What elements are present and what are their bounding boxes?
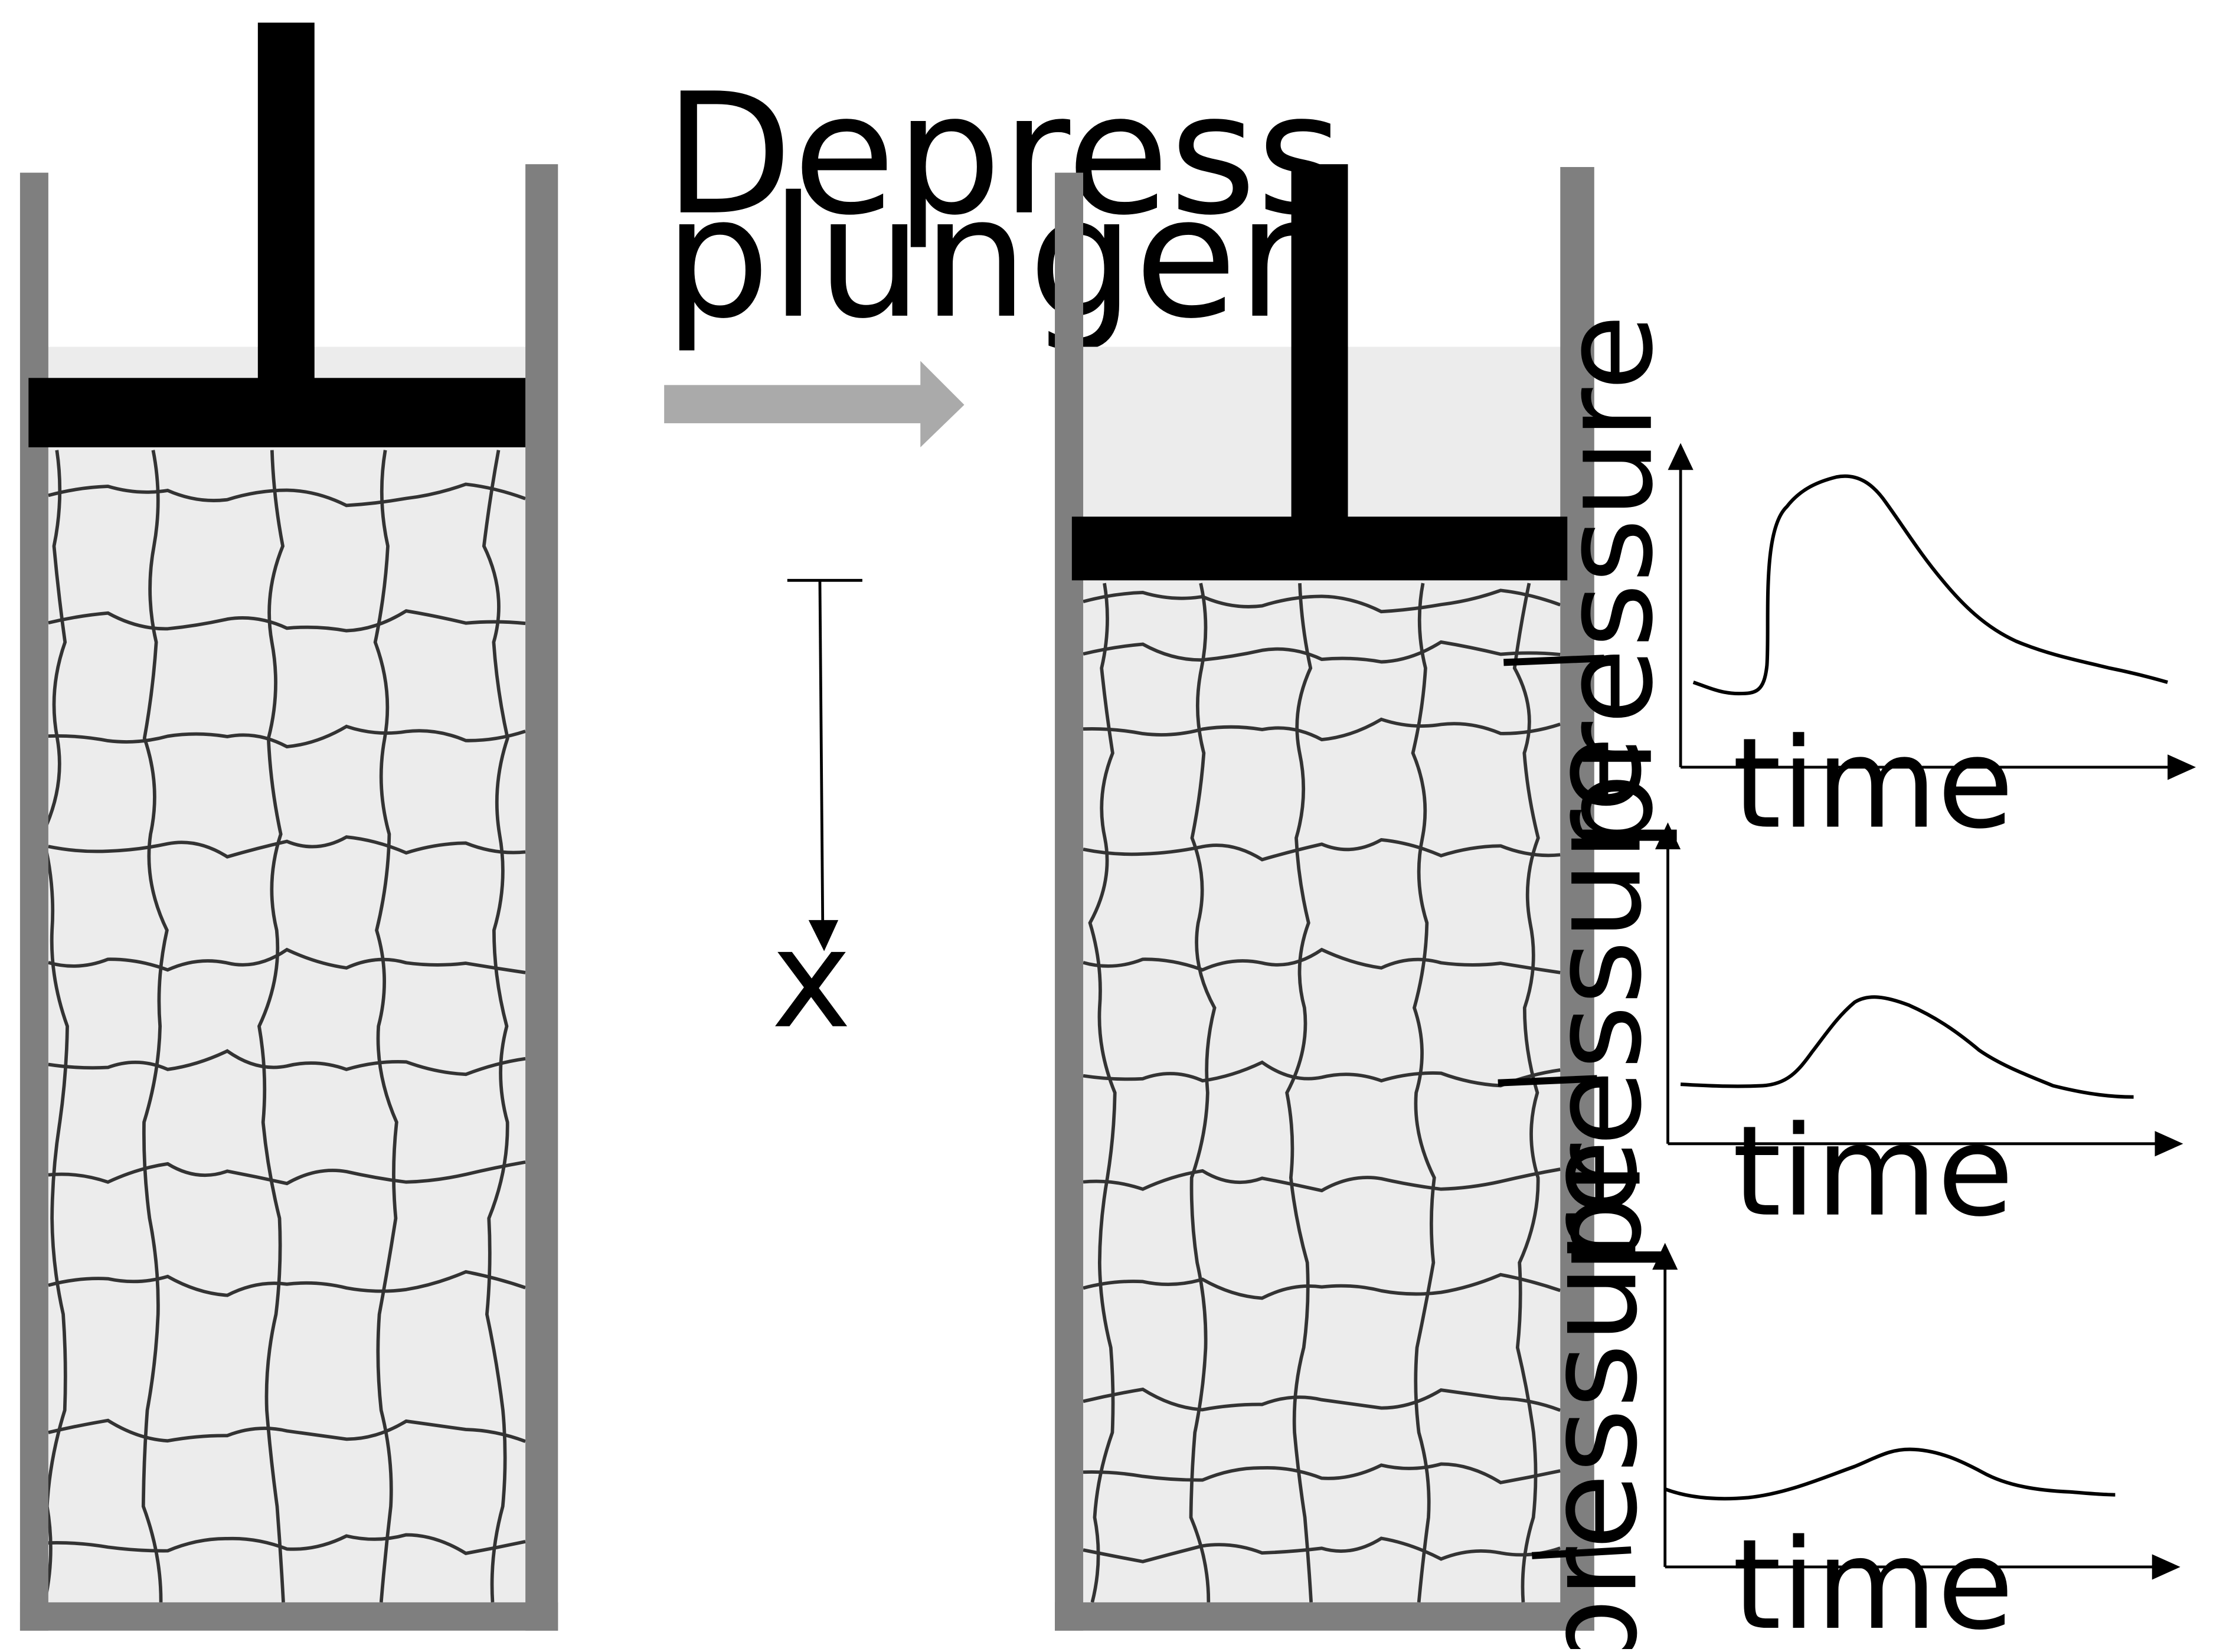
depth-axis-label: x <box>771 901 851 1059</box>
depth-axis-line <box>818 580 825 923</box>
right-container-floor <box>1055 1602 1594 1631</box>
plot-1-x-arrowhead <box>2168 754 2196 780</box>
left-mesh-row <box>48 609 526 633</box>
plot-2-xlabel: time <box>1732 1099 2014 1244</box>
pressure-sensor-1 <box>1503 655 1604 666</box>
right-mesh-row <box>1083 1167 1561 1193</box>
left-mesh-column <box>141 450 169 1602</box>
right-mesh-column <box>1285 583 1313 1603</box>
pressure-plot-3: pressure time <box>1519 1140 2180 1652</box>
right-mesh-row <box>1083 947 1561 974</box>
plot-1-xlabel: time <box>1732 711 2014 856</box>
plot-3-pressure-curve <box>1664 1447 2116 1501</box>
right-mesh-column <box>1512 583 1540 1603</box>
right-mesh-row <box>1083 640 1561 664</box>
left-mesh-row <box>48 1270 527 1297</box>
plot-3-xlabel: time <box>1732 1512 2014 1649</box>
left-tissue-mesh <box>40 450 527 1603</box>
right-mesh-row <box>1083 588 1561 614</box>
left-mesh-row <box>48 835 526 859</box>
caption-line-1: Depress <box>664 57 1343 252</box>
left-plunger-rod <box>257 22 315 384</box>
plot-1-ylabel: pressure <box>1535 314 1681 852</box>
left-mesh-column <box>40 450 69 1603</box>
left-tissue <box>43 346 531 1607</box>
right-mesh-row <box>1083 838 1561 862</box>
depth-axis: x <box>771 578 862 1059</box>
left-mesh-column <box>257 450 285 1603</box>
pressure-sensor-2 <box>1498 1075 1597 1087</box>
depth-axis-arrowhead <box>808 920 839 951</box>
right-mesh-column <box>1411 583 1436 1603</box>
left-mesh-row <box>48 1049 526 1077</box>
plot-2-ylabel: pressure <box>1524 736 1669 1274</box>
plot-3-y-arrowhead <box>1652 1242 1678 1270</box>
right-mesh-row <box>1083 717 1561 742</box>
plot-3-x-arrowhead <box>2152 1554 2180 1580</box>
right-plunger-rod <box>1291 164 1348 525</box>
plot-3-ylabel: pressure <box>1519 1140 1665 1649</box>
right-container <box>1055 164 1594 1631</box>
right-arrow-icon <box>664 361 965 447</box>
right-container-wall-right <box>1560 166 1594 1631</box>
pressure-sensor-3 <box>1531 1546 1632 1559</box>
right-mesh-column <box>1189 583 1217 1602</box>
right-mesh-row <box>1083 1462 1561 1484</box>
left-mesh-row <box>48 1418 527 1443</box>
left-mesh-column <box>482 450 509 1603</box>
left-mesh-row <box>48 724 527 749</box>
left-container-wall-right <box>525 164 558 1631</box>
left-mesh-row <box>48 947 526 974</box>
right-plunger-head <box>1071 516 1568 581</box>
plot-2-y-arrowhead <box>1655 822 1681 849</box>
plot-2-x-arrowhead <box>2155 1131 2183 1157</box>
left-plunger-head <box>28 378 526 447</box>
right-container-wall-left <box>1055 172 1084 1631</box>
right-mesh-row <box>1083 1536 1561 1563</box>
right-mesh-row <box>1083 1060 1561 1088</box>
left-container <box>19 22 558 1631</box>
pressure-plot-2: pressure time <box>1524 736 2183 1274</box>
right-mesh-row <box>1083 1272 1561 1300</box>
left-mesh-row <box>48 482 527 508</box>
right-mesh-column <box>1088 583 1117 1603</box>
caption-line-2: plunger <box>664 161 1307 355</box>
left-mesh-row <box>48 1533 526 1555</box>
left-mesh-column <box>373 450 398 1603</box>
right-tissue-mesh <box>1083 583 1561 1603</box>
plot-1-y-arrowhead <box>1668 443 1694 470</box>
left-mesh-row <box>48 1160 526 1186</box>
left-container-floor <box>19 1602 558 1631</box>
pressure-plot-1: pressure time <box>1535 314 2196 856</box>
plot-1-pressure-curve <box>1692 474 2168 696</box>
plot-2-pressure-curve <box>1680 995 2134 1099</box>
right-mesh-row <box>1083 1387 1561 1412</box>
